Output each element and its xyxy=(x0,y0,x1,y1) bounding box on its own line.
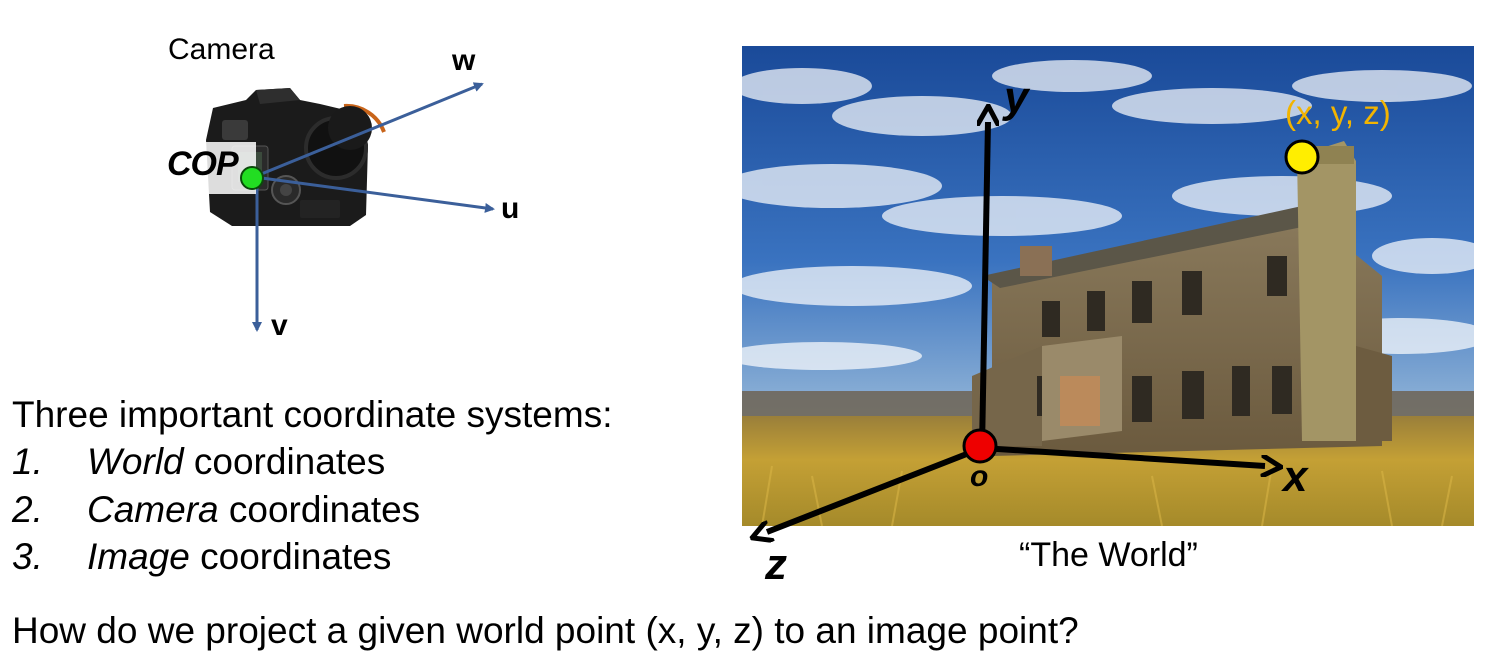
x-axis-label: x xyxy=(1283,452,1307,502)
world-point-label: (x, y, z) xyxy=(1285,94,1391,132)
u-axis-label: u xyxy=(501,192,519,226)
world-caption: “The World” xyxy=(1019,536,1198,575)
origin-label: o xyxy=(970,460,988,494)
w-axis-label: w xyxy=(452,44,475,78)
cop-dot xyxy=(241,167,263,189)
list-text: coordinates xyxy=(190,536,392,577)
list-item-camera: 2.Camera coordinates xyxy=(12,489,420,531)
cop-label: COP xyxy=(167,145,238,184)
list-item-image: 3.Image coordinates xyxy=(12,536,391,578)
z-axis-label: z xyxy=(765,540,787,590)
systems-heading: Three important coordinate systems: xyxy=(12,394,612,436)
projection-question: How do we project a given world point (x… xyxy=(12,610,1079,652)
list-emphasis: Image xyxy=(87,536,190,577)
list-emphasis: World xyxy=(87,441,184,482)
list-text: coordinates xyxy=(219,489,421,530)
y-axis-label: y xyxy=(1004,73,1028,123)
v-axis-label: v xyxy=(271,309,288,343)
list-emphasis: Camera xyxy=(87,489,219,530)
camera-title: Camera xyxy=(168,33,275,67)
list-text: coordinates xyxy=(184,441,386,482)
list-number: 1. xyxy=(12,441,87,483)
list-number: 3. xyxy=(12,536,87,578)
list-number: 2. xyxy=(12,489,87,531)
list-item-world: 1.World coordinates xyxy=(12,441,385,483)
camera-diagram xyxy=(0,0,560,360)
